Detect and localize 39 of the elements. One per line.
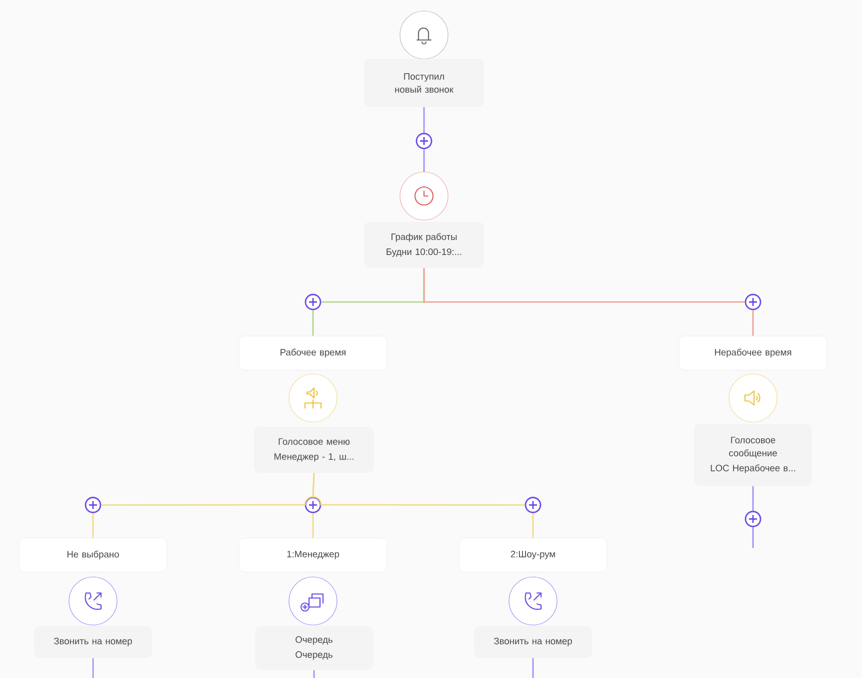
step-box: График работы Будни 10:00-19:...	[364, 222, 484, 268]
branch-box: 2:Шоу-рум	[458, 538, 608, 572]
connector-line	[312, 473, 525, 506]
connector-line	[312, 310, 314, 336]
step-box: Звонить на номер	[34, 626, 152, 658]
connector-line	[312, 513, 314, 538]
add-button	[84, 496, 102, 514]
phone-call-icon	[508, 576, 558, 626]
connector-line	[423, 149, 425, 172]
clock-icon	[400, 172, 448, 220]
add-button	[744, 294, 762, 310]
connector-line	[532, 658, 534, 678]
connector-line	[423, 107, 425, 133]
connector-line	[532, 513, 534, 538]
add-button	[304, 294, 322, 310]
connector-line	[752, 310, 754, 336]
branch-box: 1:Менеджер	[238, 538, 388, 572]
add-button	[744, 510, 762, 528]
add-button	[524, 496, 542, 514]
add-button	[416, 132, 432, 150]
connector-line	[752, 486, 754, 511]
phone-call-icon	[68, 576, 118, 626]
connector-line	[92, 513, 94, 538]
branch-box: Нерабочее время	[678, 336, 828, 370]
step-box: Звонить на номер	[474, 626, 592, 658]
step-box: Поступил новый звонок	[364, 59, 484, 107]
branch-box: Не выбрано	[18, 538, 168, 572]
connector-line	[92, 658, 94, 678]
queue-icon	[288, 576, 338, 626]
step-box: Голосовое сообщение LOC Нерабочее в...	[694, 424, 812, 486]
bell-icon	[400, 10, 448, 60]
step-box: Голосовое меню Менеджер - 1, ш...	[254, 427, 374, 473]
connector-line	[313, 670, 315, 678]
branch-box: Рабочее время	[238, 336, 388, 370]
voice-menu-icon	[288, 374, 338, 422]
connector-line	[752, 527, 754, 548]
speaker-icon	[728, 374, 778, 422]
step-box: Очередь Очередь	[255, 626, 373, 670]
connector-line	[423, 268, 745, 303]
